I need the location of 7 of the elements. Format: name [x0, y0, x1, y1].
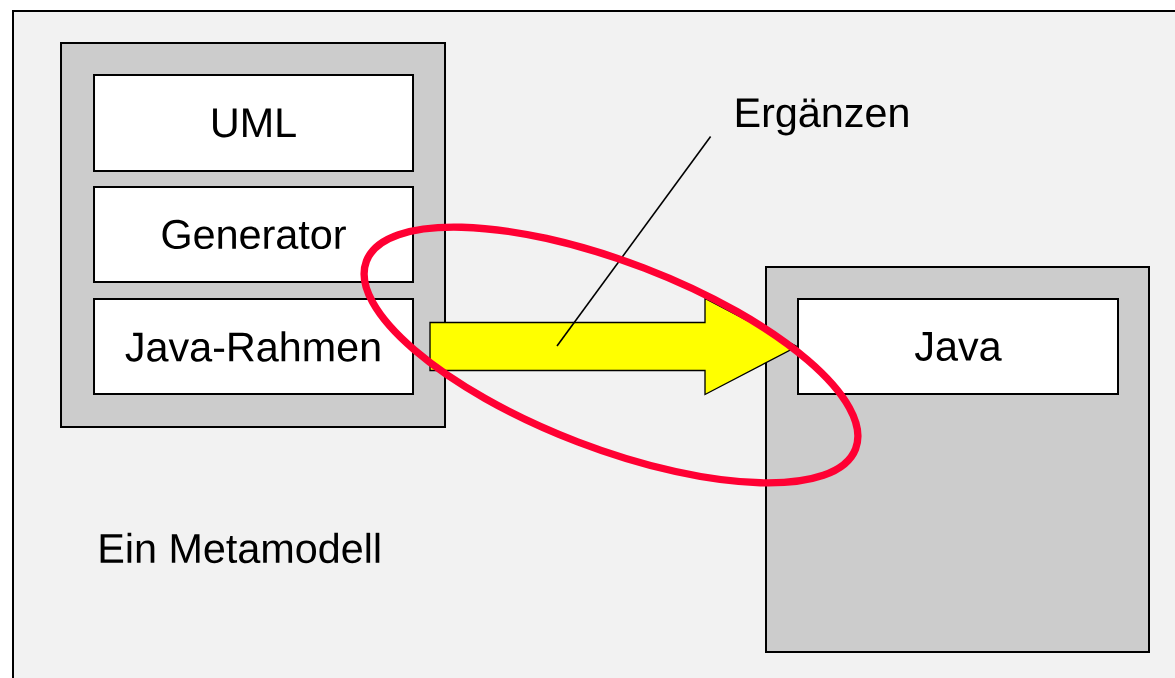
label-box: UML — [93, 74, 414, 172]
label-box: Java-Rahmen — [93, 298, 414, 395]
label-box: Generator — [93, 186, 414, 283]
leader-line — [556, 135, 712, 347]
block-arrow — [429, 297, 799, 396]
label-box: Java — [797, 298, 1119, 395]
callout-text: Ergänzen — [736, 98, 908, 136]
